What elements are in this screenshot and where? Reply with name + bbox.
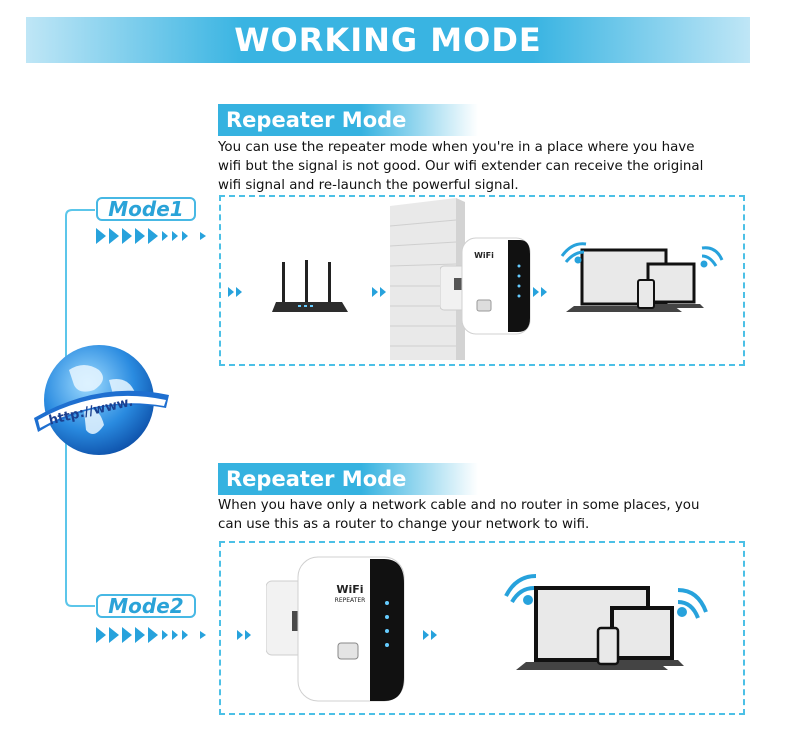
arrow-icon [237, 630, 251, 640]
router-icon [272, 260, 348, 312]
wifi-signal-icon [560, 242, 587, 264]
mode1-label-text: Mode1 [108, 197, 184, 221]
arrow-icon [372, 287, 386, 297]
wifi-signal-icon [504, 574, 537, 605]
phone-icon [596, 626, 620, 666]
wifi-signal-icon [677, 588, 708, 619]
device-sub-label: REPEATER [334, 597, 366, 604]
arrow-icon [200, 232, 206, 240]
arrow-icon [172, 231, 178, 241]
mode1-label: Mode1 [96, 197, 196, 221]
phone-icon [637, 279, 655, 309]
wifi-extender-icon [266, 556, 405, 702]
arrow-icon [533, 287, 547, 297]
section1-desc-line: wifi signal and re-launch the powerful s… [218, 178, 519, 193]
mode2-label-text: Mode2 [108, 594, 184, 618]
arrow-icon [135, 627, 145, 643]
section1-title: Repeater Mode [226, 108, 407, 132]
section1-desc-line: wifi but the signal is not good. Our wif… [218, 159, 704, 174]
section1-description: You can use the repeater mode when you'r… [218, 138, 758, 195]
wifi-extender-icon: WiFi [440, 237, 531, 335]
mode2-label: Mode2 [96, 594, 196, 618]
mode2-arrow-row [96, 627, 206, 643]
devices-group-mode2 [504, 574, 708, 670]
section2-desc-line: can use this as a router to change your … [218, 517, 590, 532]
arrow-icon [148, 627, 158, 643]
arrow-icon [96, 627, 106, 643]
mode2-diagram-box [219, 541, 745, 715]
section2-title: Repeater Mode [226, 467, 407, 491]
section2-desc-line: When you have only a network cable and n… [218, 498, 700, 513]
arrow-icon [162, 630, 168, 640]
arrow-icon [162, 231, 168, 241]
arrow-icon [122, 627, 132, 643]
arrow-icon [182, 231, 188, 241]
arrow-icon [182, 630, 188, 640]
arrow-icon [109, 627, 119, 643]
arrow-icon [96, 228, 106, 244]
arrow-icon [200, 631, 206, 639]
device-brand: WiFi [336, 583, 364, 596]
arrow-icon [423, 630, 437, 640]
section2-description: When you have only a network cable and n… [218, 496, 758, 534]
arrow-icon [109, 228, 119, 244]
header-banner: WORKING MODE [26, 17, 750, 63]
mode1-diagram-box [219, 195, 745, 366]
section1-title-bar: Repeater Mode [218, 104, 478, 136]
section2-title-bar: Repeater Mode [218, 463, 478, 495]
device-brand-small: WiFi [474, 251, 494, 260]
arrow-icon [148, 228, 158, 244]
arrow-icon [122, 228, 132, 244]
globe-icon [34, 345, 169, 455]
devices-group-mode1 [560, 242, 724, 312]
arrow-icon [228, 287, 242, 297]
arrow-icon [172, 630, 178, 640]
mode1-arrow-row [96, 228, 206, 244]
arrow-icon [135, 228, 145, 244]
page-title: WORKING MODE [234, 21, 542, 59]
section1-desc-line: You can use the repeater mode when you'r… [218, 140, 695, 155]
wifi-signal-icon [700, 246, 724, 268]
